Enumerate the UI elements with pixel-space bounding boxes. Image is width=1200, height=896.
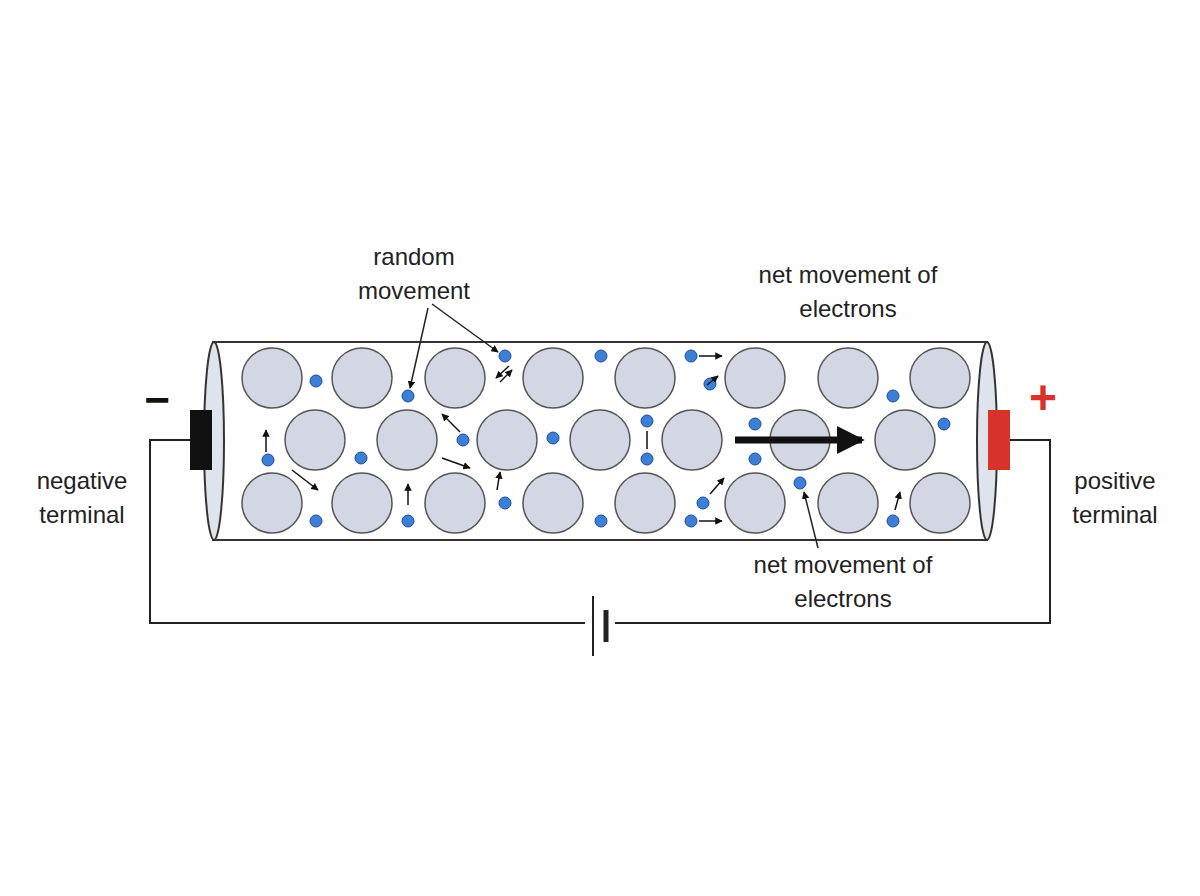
- battery-symbol: [585, 596, 615, 656]
- callout-label: random movement: [339, 240, 489, 308]
- leader-lines: [410, 304, 818, 548]
- metal-ions: [242, 348, 970, 533]
- negative-terminal: [190, 410, 212, 470]
- polarity-sign: +: [1023, 374, 1063, 422]
- terminal-label: positive terminal: [1045, 464, 1185, 532]
- terminal-label: negative terminal: [12, 464, 152, 532]
- polarity-sign: −: [137, 376, 177, 424]
- positive-terminal: [988, 410, 1010, 470]
- electrons: [262, 350, 950, 527]
- net-flow-arrow: [735, 437, 862, 444]
- wire-cylinder: [204, 342, 997, 540]
- callout-label: net movement of electrons: [758, 258, 938, 326]
- callout-label: net movement of electrons: [753, 548, 933, 616]
